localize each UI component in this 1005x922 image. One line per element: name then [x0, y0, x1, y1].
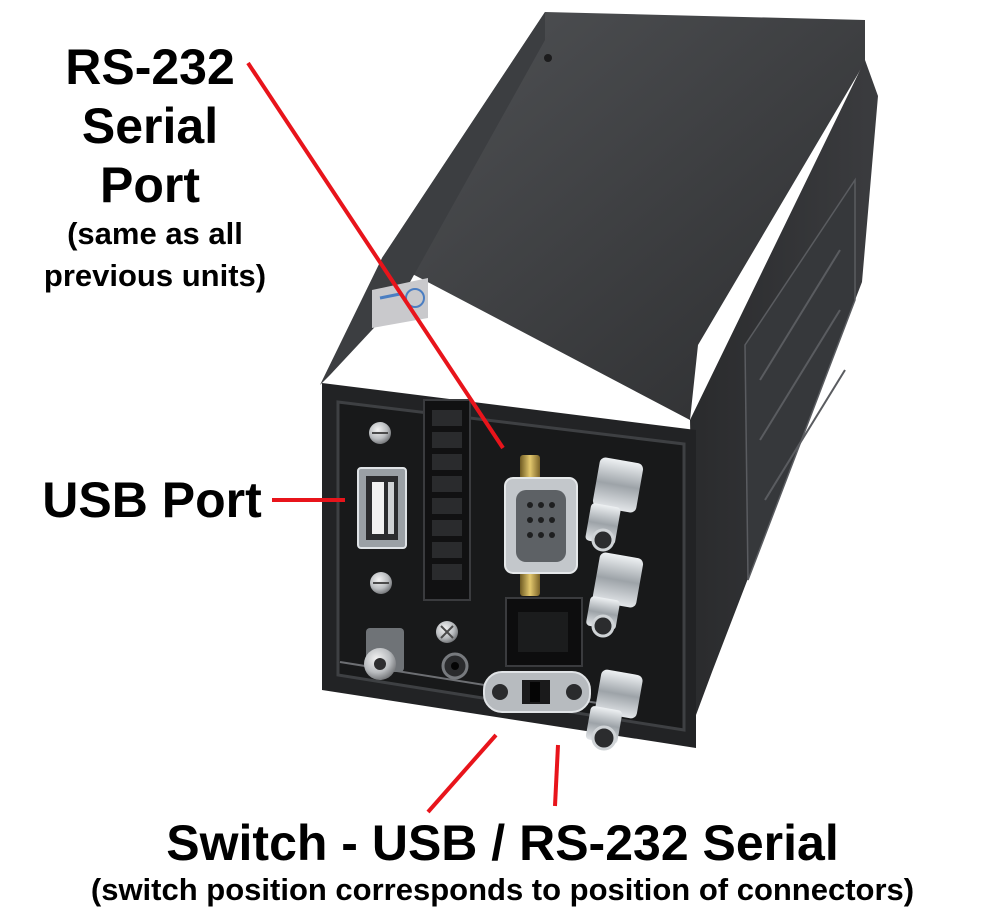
- rs232-callout-line: [246, 61, 505, 450]
- hose-barb-bottom: [585, 669, 643, 751]
- usb-port: [357, 467, 407, 549]
- switch-note: (switch position corresponds to position…: [90, 872, 915, 907]
- switch-callout-line-left: [426, 733, 498, 814]
- rs232-label-line2: Serial: [81, 98, 219, 154]
- rs232-db9-connector: [504, 455, 578, 596]
- rs232-note-line1: (same as all: [67, 216, 243, 251]
- screw: [369, 422, 391, 444]
- screw: [436, 621, 458, 643]
- screw: [370, 572, 392, 594]
- usb-rs232-switch: [483, 671, 591, 713]
- side-label: [744, 177, 856, 581]
- rs232-label-line3: Port: [100, 157, 200, 213]
- rs232-note-line2: previous units): [43, 258, 267, 293]
- rs232-label-line1: RS-232: [65, 39, 235, 95]
- terminal-block: [423, 399, 471, 601]
- bnc-connector: [364, 628, 404, 680]
- audio-jack: [441, 652, 469, 680]
- switch-label: Switch - USB / RS-232 Serial: [166, 815, 839, 871]
- hose-barb-middle: [586, 552, 644, 638]
- rj-jack: [505, 597, 583, 667]
- hose-barb-top: [585, 457, 644, 552]
- switch-callout-line-right: [553, 744, 560, 807]
- usb-port-label: USB Port: [42, 472, 262, 528]
